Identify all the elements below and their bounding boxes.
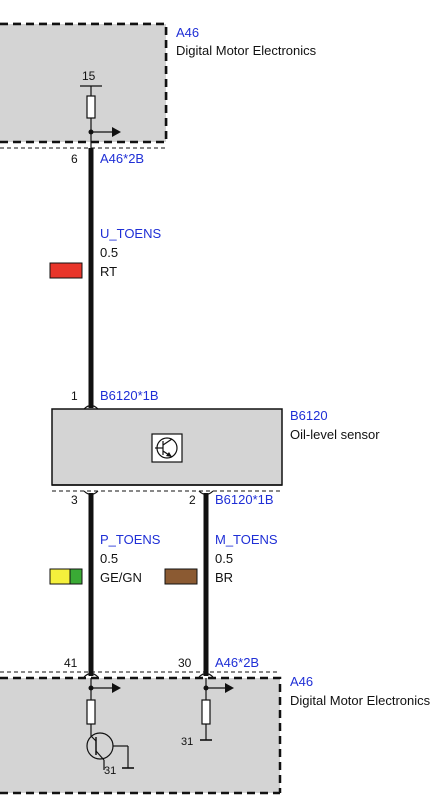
wire-top-color: RT: [100, 264, 117, 279]
sensor-name: Oil-level sensor: [290, 427, 380, 442]
top-module-body: [0, 24, 166, 142]
wire-left-signal: P_TOENS: [100, 532, 161, 547]
top-module[interactable]: [0, 22, 168, 149]
bottom-ground-left: 31: [104, 765, 116, 777]
wire-left-swatch-yellow: [49, 568, 71, 585]
wire-right-color: BR: [215, 570, 233, 585]
bottom-pin-left: 41: [64, 656, 78, 670]
resistor-icon: [201, 699, 211, 725]
sensor-bottom-connector: B6120*1B: [215, 492, 274, 507]
wire-left-color: GE/GN: [100, 570, 142, 585]
bottom-ground-right: 31: [181, 736, 193, 748]
bottom-module-body: [0, 678, 280, 793]
bottom-module-ref: A46: [290, 674, 313, 689]
sensor-top-pin: 1: [71, 389, 78, 403]
wire-top-signal: U_TOENS: [100, 226, 161, 241]
resistor-icon: [86, 95, 96, 119]
wire-top-color-swatch: [49, 262, 83, 279]
resistor-icon: [86, 699, 96, 725]
top-module-name: Digital Motor Electronics: [176, 43, 317, 58]
sensor-bottom-right-pin: 2: [189, 493, 196, 507]
top-connector-label: A46*2B: [100, 151, 144, 166]
wire-right-section: 0.5: [215, 551, 233, 566]
top-module-ref: A46: [176, 25, 199, 40]
sensor-top-connector: B6120*1B: [100, 388, 159, 403]
top-connector-pin: 6: [71, 152, 78, 166]
bottom-pin-right: 30: [178, 656, 192, 670]
arrow-right-icon: [225, 683, 234, 693]
wire-top-section: 0.5: [100, 245, 118, 260]
bottom-module-circuit-right: [200, 678, 234, 741]
bottom-module-name: Digital Motor Electronics: [290, 693, 431, 708]
bottom-connector-label: A46*2B: [215, 655, 259, 670]
wire-right-signal: M_TOENS: [215, 532, 278, 547]
wire-left-section: 0.5: [100, 551, 118, 566]
bottom-module-circuit-left: [86, 678, 134, 770]
arrow-right-icon: [112, 683, 121, 693]
wire-left-swatch-green: [69, 568, 83, 585]
sensor-ref: B6120: [290, 408, 328, 423]
wire-right-color-swatch: [164, 568, 198, 585]
arrow-right-icon: [112, 127, 121, 137]
top-supply-terminal: 15: [82, 69, 96, 83]
top-module-circuit: [80, 85, 121, 148]
bottom-module[interactable]: [0, 671, 282, 795]
sensor-bottom-left-pin: 3: [71, 493, 78, 507]
oil-level-sensor[interactable]: [51, 408, 283, 492]
